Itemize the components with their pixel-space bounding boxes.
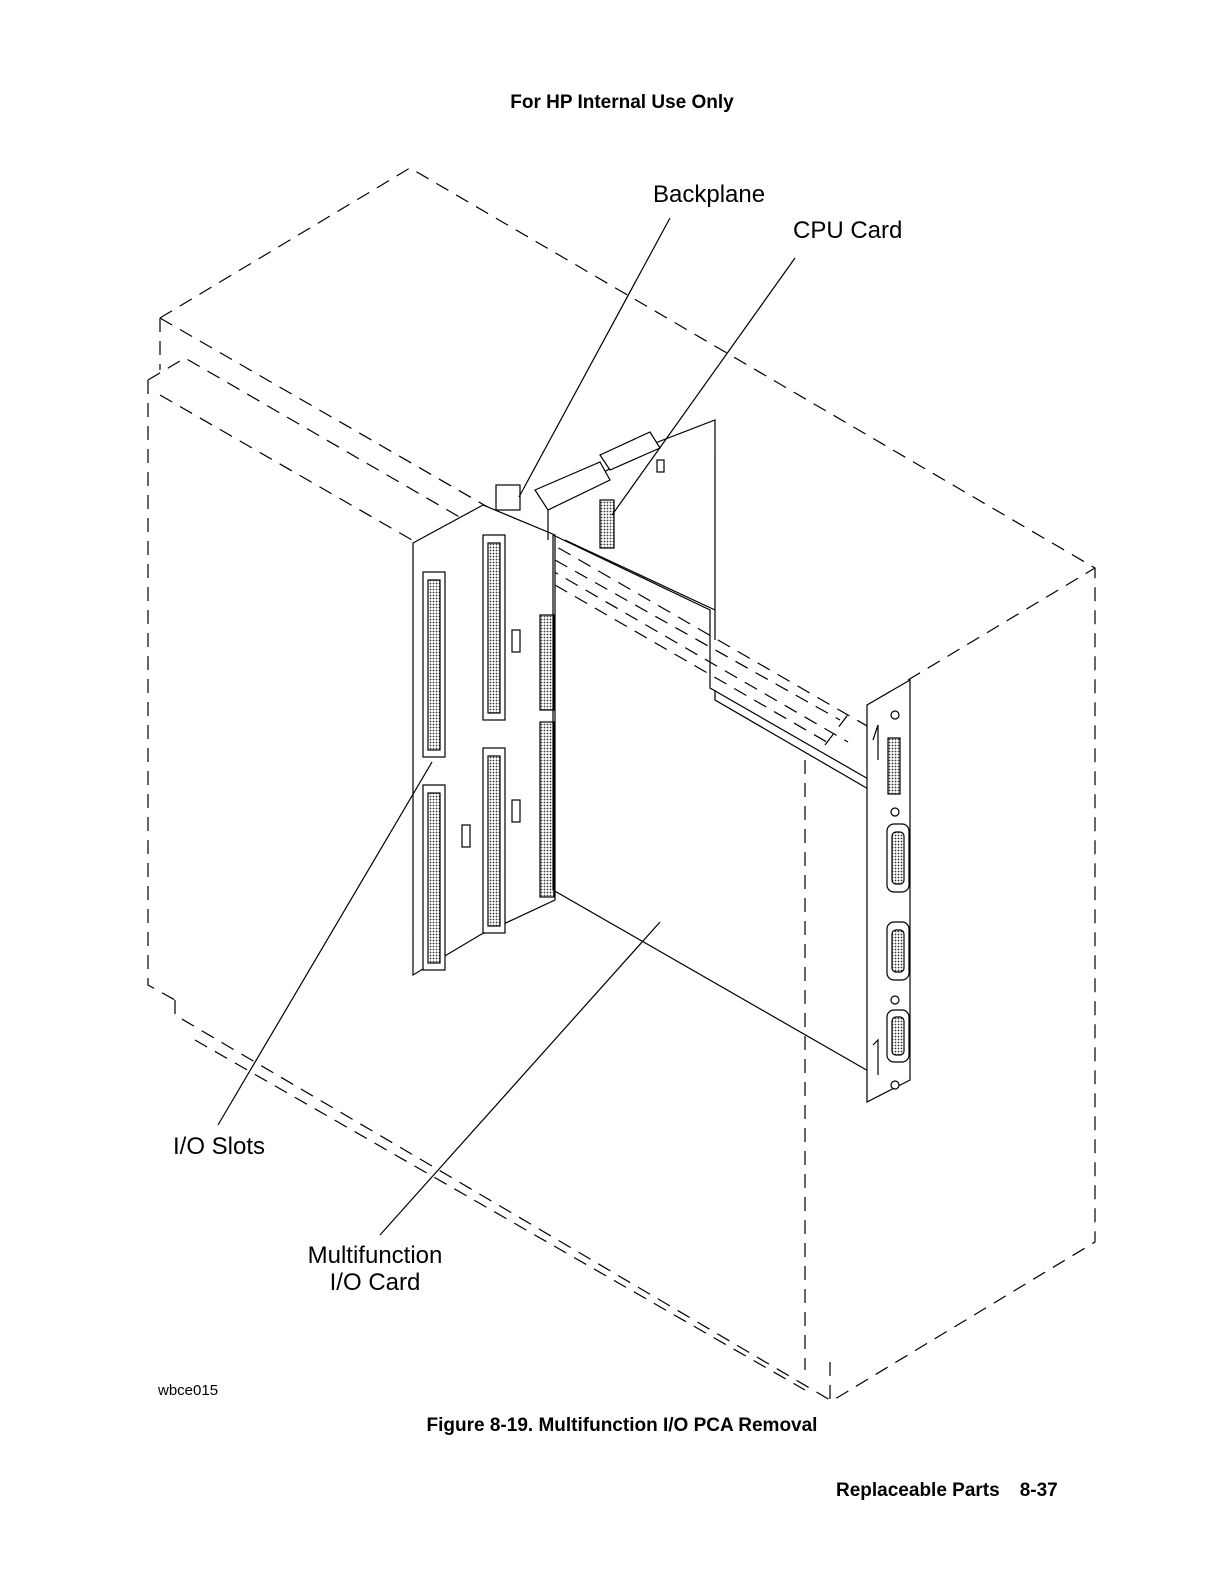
figure-id: wbce015 [158,1382,218,1399]
figure-caption: Figure 8-19. Multifunction I/O PCA Remov… [0,1415,1224,1437]
multifunction-callout-line2: I/O Card [300,1269,450,1296]
page-footer: Replaceable Parts 8-37 [836,1480,1058,1502]
cpu-card-callout: CPU Card [793,217,902,244]
page-number: 8-37 [1020,1480,1058,1501]
io-slots-callout: I/O Slots [173,1133,265,1160]
footer-section: Replaceable Parts [836,1480,1000,1501]
backplane-board [413,505,555,975]
enclosure-outline [148,168,1095,1402]
backplane-leader [519,218,670,497]
multifunction-io-card-callout: Multifunction I/O Card [300,1242,450,1296]
io-slots-leader [218,762,432,1125]
cpu-card-leader [612,258,795,515]
backplane-callout: Backplane [653,181,765,208]
multifunction-callout-line1: Multifunction [300,1242,450,1269]
multifunction-io-card [553,535,910,1102]
